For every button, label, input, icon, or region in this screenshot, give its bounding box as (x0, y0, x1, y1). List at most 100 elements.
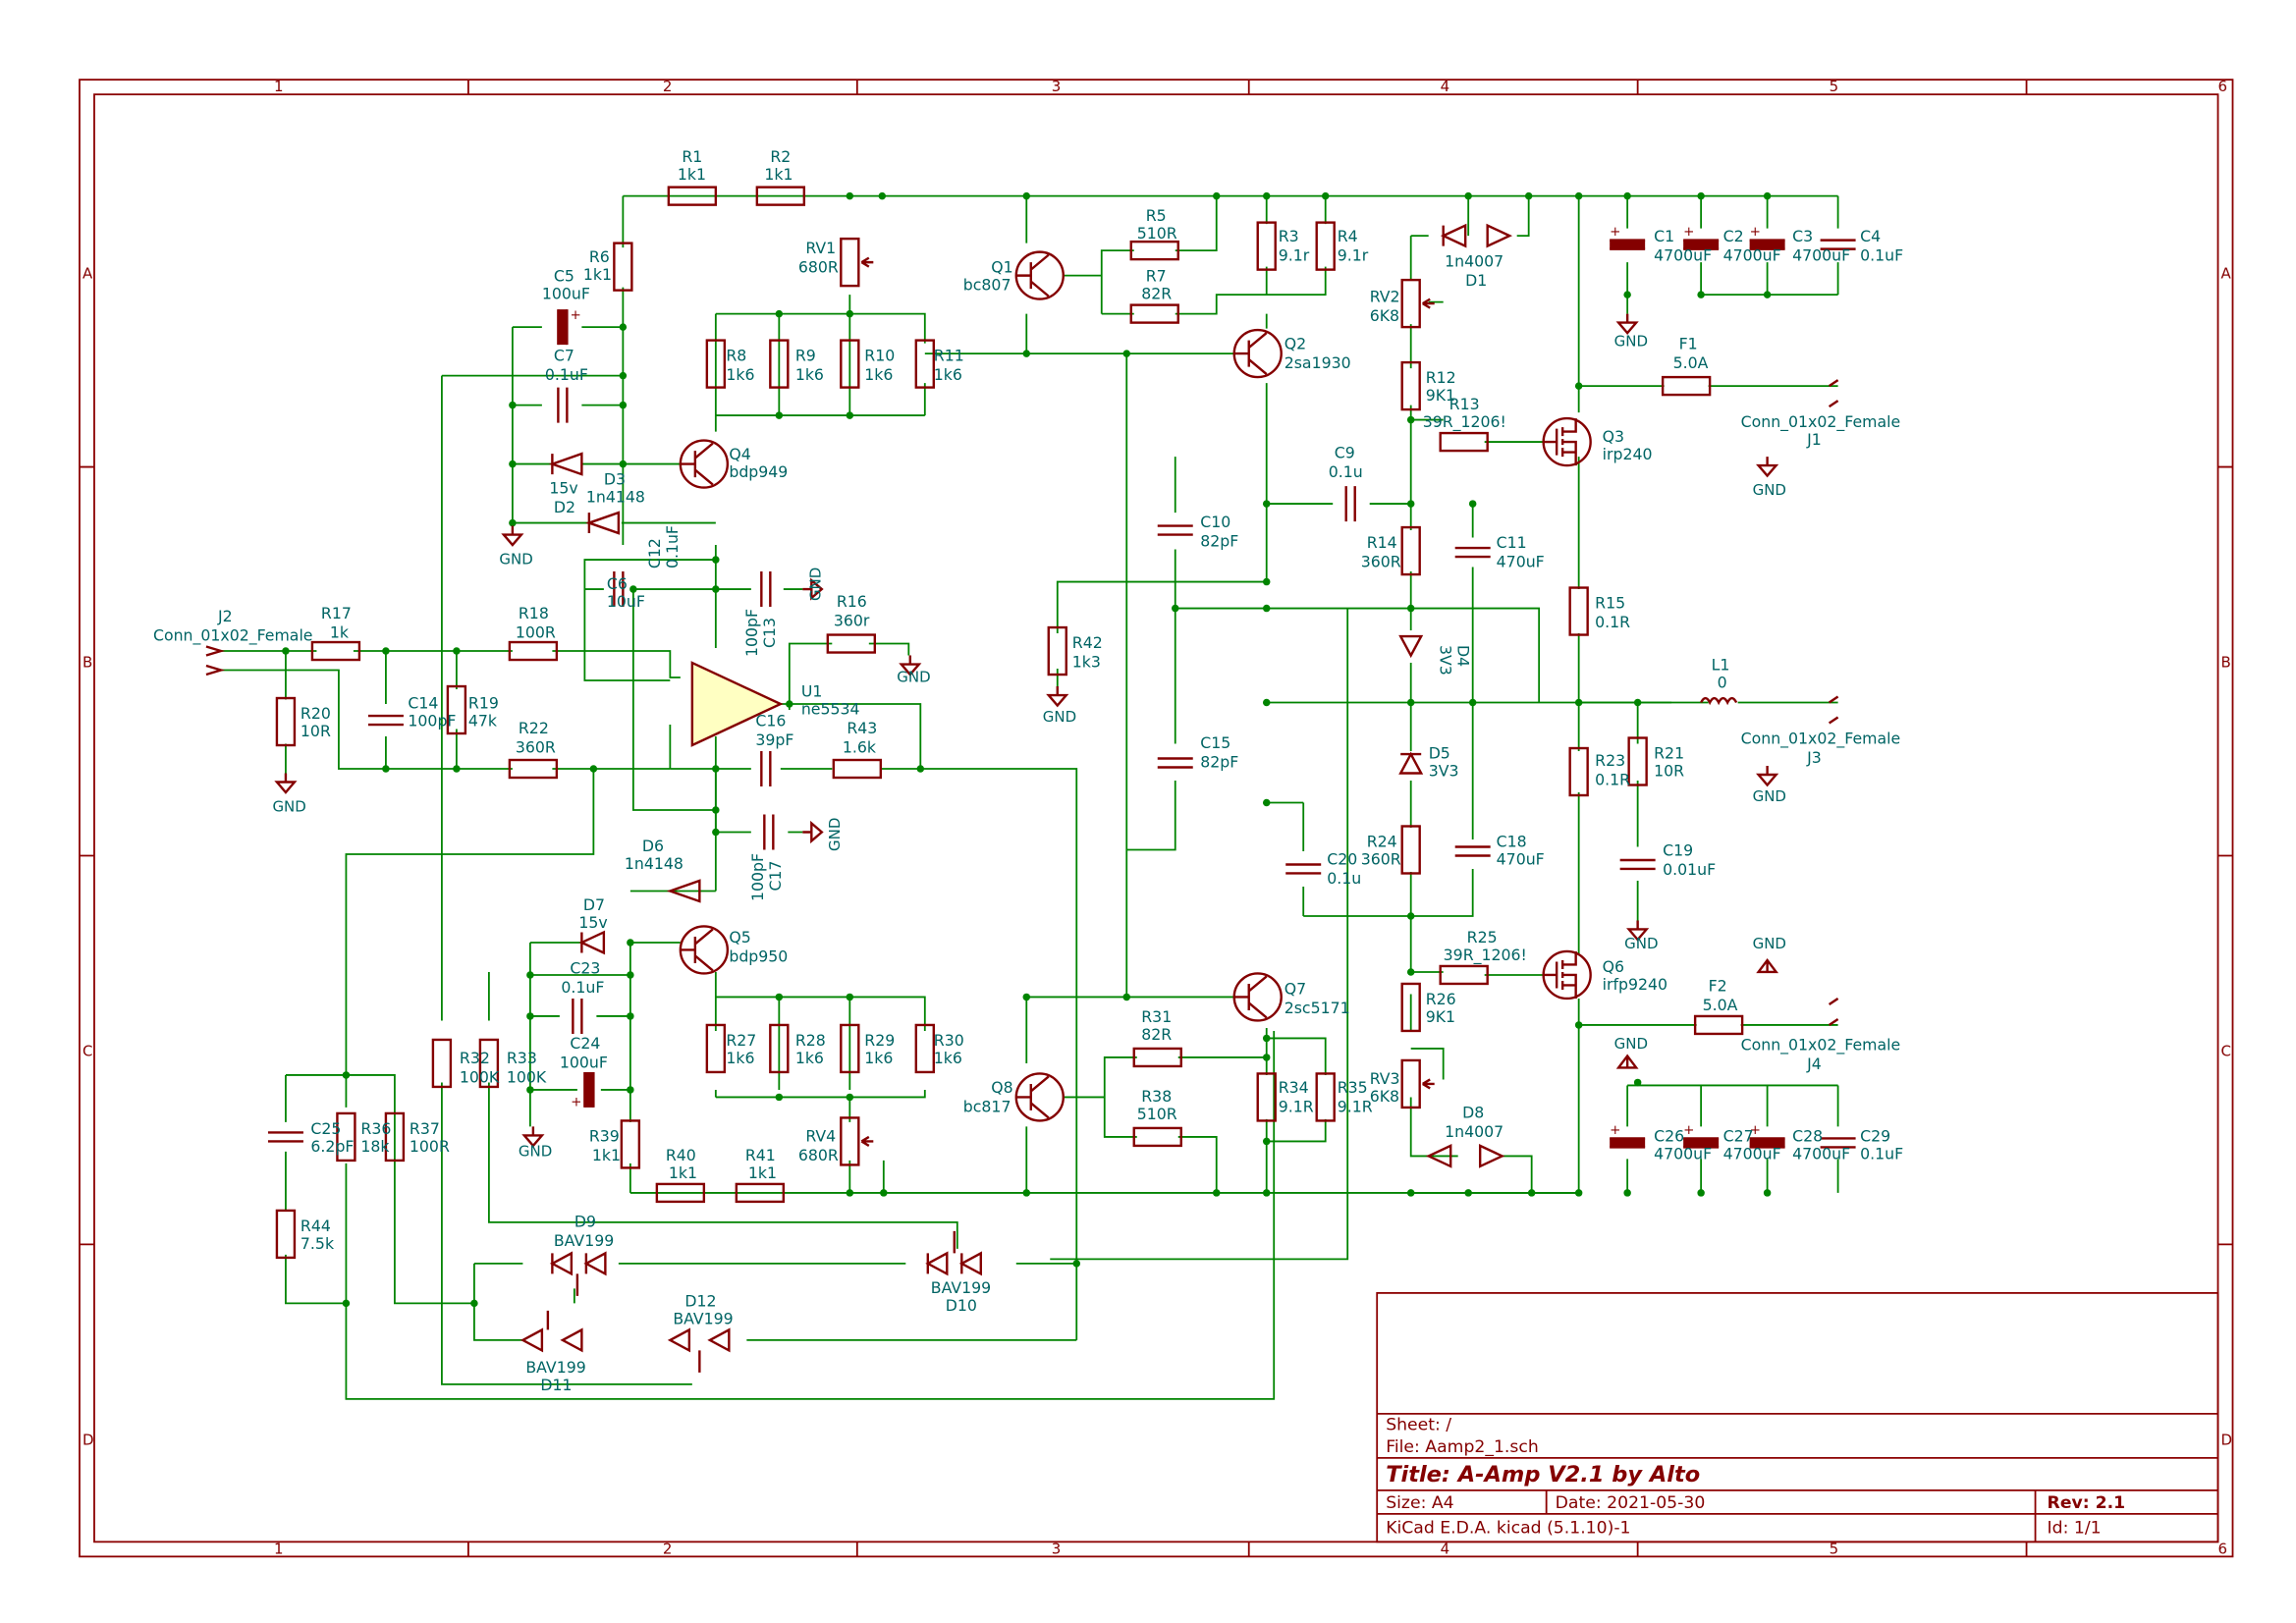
row-label-a: A (82, 265, 93, 283)
label-r8-value: 1k6 (726, 365, 754, 384)
label-c25-ref: C25 (310, 1119, 341, 1138)
label-q6-ref: Q6 (1603, 957, 1624, 976)
label-c16-ref: C16 (755, 712, 786, 730)
label-c1-value: 4700uF (1654, 246, 1712, 265)
label-r44-ref: R44 (301, 1217, 331, 1235)
label-r13-ref: R13 (1449, 395, 1480, 413)
label-r4-ref: R4 (1338, 227, 1358, 245)
label-r40-ref: R40 (666, 1146, 696, 1164)
label-r30-value: 1k6 (934, 1049, 962, 1067)
label-r9-value: 1k6 (795, 365, 824, 384)
label-c4-value: 0.1uF (1860, 246, 1903, 265)
label-r9-ref: R9 (795, 347, 816, 365)
label-r29-value: 1k6 (864, 1049, 893, 1067)
label-c6-ref: C6 (607, 574, 628, 593)
label-d2-ref: D2 (554, 498, 575, 516)
label-rv4-ref: RV4 (805, 1126, 836, 1145)
row-label-a-right: A (2221, 265, 2232, 283)
label-r29-ref: R29 (864, 1031, 895, 1050)
label-r42-ref: R42 (1072, 633, 1103, 652)
wire-net (220, 194, 1839, 1400)
label-r5-ref: R5 (1146, 206, 1167, 225)
label-c11-ref: C11 (1497, 533, 1527, 552)
label-j4-ref: J4 (1806, 1055, 1822, 1073)
label-j2-ref: J2 (217, 607, 233, 625)
label-c5-value: 100uF (542, 285, 590, 303)
label-q6-value: irfp9240 (1603, 975, 1667, 994)
label-c13-ref: C13 (760, 618, 779, 648)
label-r4-value: 9.1r (1338, 246, 1369, 265)
label-u1-ref: U1 (801, 682, 823, 701)
label-q1-ref: Q1 (991, 258, 1012, 277)
label-r36-value: 18k (360, 1137, 390, 1156)
label-r44-value: 7.5k (301, 1234, 335, 1253)
row-label-c: C (82, 1042, 92, 1059)
col-label-6: 6 (2218, 78, 2228, 95)
gnd-label-d2: GND (499, 551, 532, 568)
label-r11-value: 1k6 (934, 365, 962, 384)
label-c18-value: 470uF (1497, 849, 1545, 868)
label-c10-value: 82pF (1200, 532, 1238, 551)
label-r18-ref: R18 (519, 604, 549, 622)
label-r13-value: 39R_1206! (1423, 412, 1506, 432)
col-label-3: 3 (1052, 78, 1062, 95)
label-d11-value: BAV199 (525, 1358, 585, 1377)
label-l1-value: 0 (1718, 674, 1727, 692)
label-r23-ref: R23 (1595, 751, 1625, 770)
label-r33-ref: R33 (507, 1049, 537, 1067)
label-rv2-ref: RV2 (1370, 288, 1400, 306)
gnd-label-c24: GND (519, 1142, 552, 1160)
tb-date: Date: 2021-05-30 (1556, 1493, 1706, 1513)
label-r24-ref: R24 (1367, 832, 1397, 850)
label-c13-value: 100pF (742, 609, 761, 657)
label-r39-ref: R39 (589, 1126, 620, 1145)
label-r16-value: 360r (834, 612, 870, 630)
label-r7-ref: R7 (1146, 267, 1167, 286)
junction-dots (282, 191, 1772, 1308)
label-d2-value: 15v (549, 479, 577, 498)
col-label-6-bottom: 6 (2218, 1540, 2228, 1557)
label-c15-value: 82pF (1200, 753, 1238, 772)
label-j4-value: Conn_01x02_Female (1741, 1035, 1901, 1055)
label-c26-ref: C26 (1654, 1126, 1684, 1145)
gnd-label-r20: GND (272, 798, 305, 816)
label-rv2-value: 6K8 (1370, 306, 1399, 325)
gnd-label-j3: GND (1753, 787, 1786, 805)
row-label-b-right: B (2221, 654, 2231, 672)
tb-file: File: Aamp2_1.sch (1386, 1437, 1539, 1457)
label-c28-value: 4700uF (1792, 1144, 1850, 1163)
label-r15-ref: R15 (1595, 594, 1625, 613)
label-c1-ref: C1 (1654, 227, 1674, 245)
label-r16-ref: R16 (837, 592, 867, 611)
label-rv1-ref: RV1 (805, 239, 836, 257)
label-c16-value: 39pF (755, 730, 793, 749)
label-r14-ref: R14 (1367, 533, 1397, 552)
label-r22-value: 360R (516, 738, 556, 757)
label-r17-ref: R17 (321, 604, 352, 622)
label-c23-ref: C23 (570, 958, 600, 977)
title-block: Sheet: / File: Aamp2_1.sch Title: A-Amp … (1376, 1291, 2219, 1543)
label-r24-value: 360R (1361, 849, 1401, 868)
label-c27-value: 4700uF (1723, 1144, 1781, 1163)
label-r28-value: 1k6 (795, 1049, 824, 1067)
tb-tool: KiCad E.D.A. kicad (5.1.10)-1 (1386, 1518, 1630, 1538)
label-d6-ref: D6 (642, 837, 664, 855)
label-d12-value: BAV199 (673, 1309, 733, 1327)
label-d10-ref: D10 (946, 1296, 977, 1315)
row-label-b: B (82, 654, 92, 672)
label-r25-value: 39R_1206! (1444, 946, 1527, 965)
label-r26-ref: R26 (1426, 990, 1456, 1008)
label-d6-value: 1n4148 (625, 854, 683, 873)
tb-sheet: Sheet: / (1386, 1415, 1451, 1434)
label-r38-ref: R38 (1141, 1087, 1172, 1106)
label-r5-value: 510R (1137, 224, 1177, 243)
label-r25-ref: R25 (1467, 928, 1498, 947)
label-r35-value: 9.1R (1338, 1097, 1373, 1115)
col-label-3-bottom: 3 (1052, 1540, 1062, 1557)
label-c19-ref: C19 (1663, 840, 1693, 859)
label-q5-ref: Q5 (729, 928, 750, 947)
label-c23-value: 0.1uF (561, 978, 604, 997)
label-r39-value: 1k1 (592, 1146, 621, 1164)
label-d7-value: 15v (578, 913, 607, 932)
label-c5-ref: C5 (554, 267, 574, 286)
